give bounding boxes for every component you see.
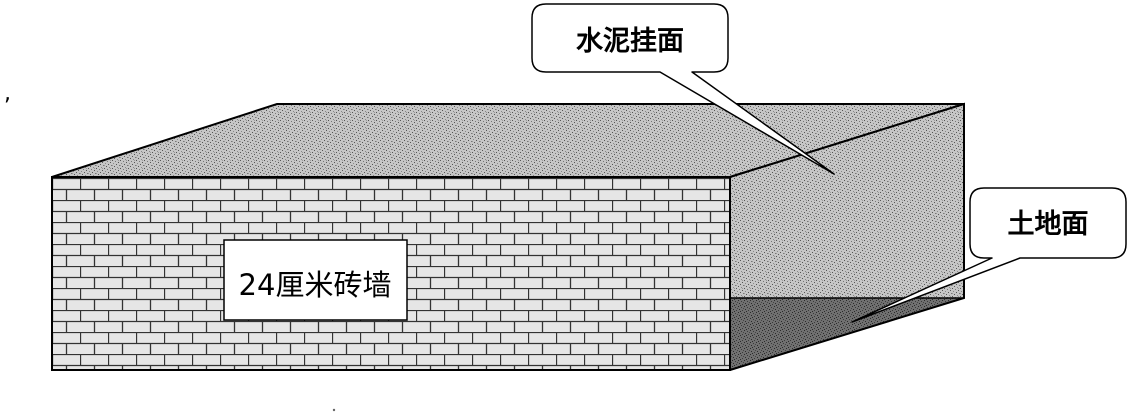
callout-soil-ground-text: 土地面 [1008,209,1089,240]
callout-soil-ground: 土地面 [851,187,1127,323]
callout-cement-plaster-bubble [531,3,835,175]
stray-comma-mark: , [4,81,11,106]
side-face-outline [729,102,965,371]
callout-cement-plaster-text: 水泥挂面 [576,26,684,57]
side-face-plaster [730,104,964,298]
brick-wall-label-box [223,239,408,321]
callout-soil-ground-bubble [851,187,1127,323]
brick-wall-label-text: 24厘米砖墙 [239,268,392,302]
brick-wall-label: 24厘米砖墙 [223,239,408,321]
stray-dot-mark [332,408,336,412]
callout-cement-plaster: 水泥挂面 [531,3,835,175]
